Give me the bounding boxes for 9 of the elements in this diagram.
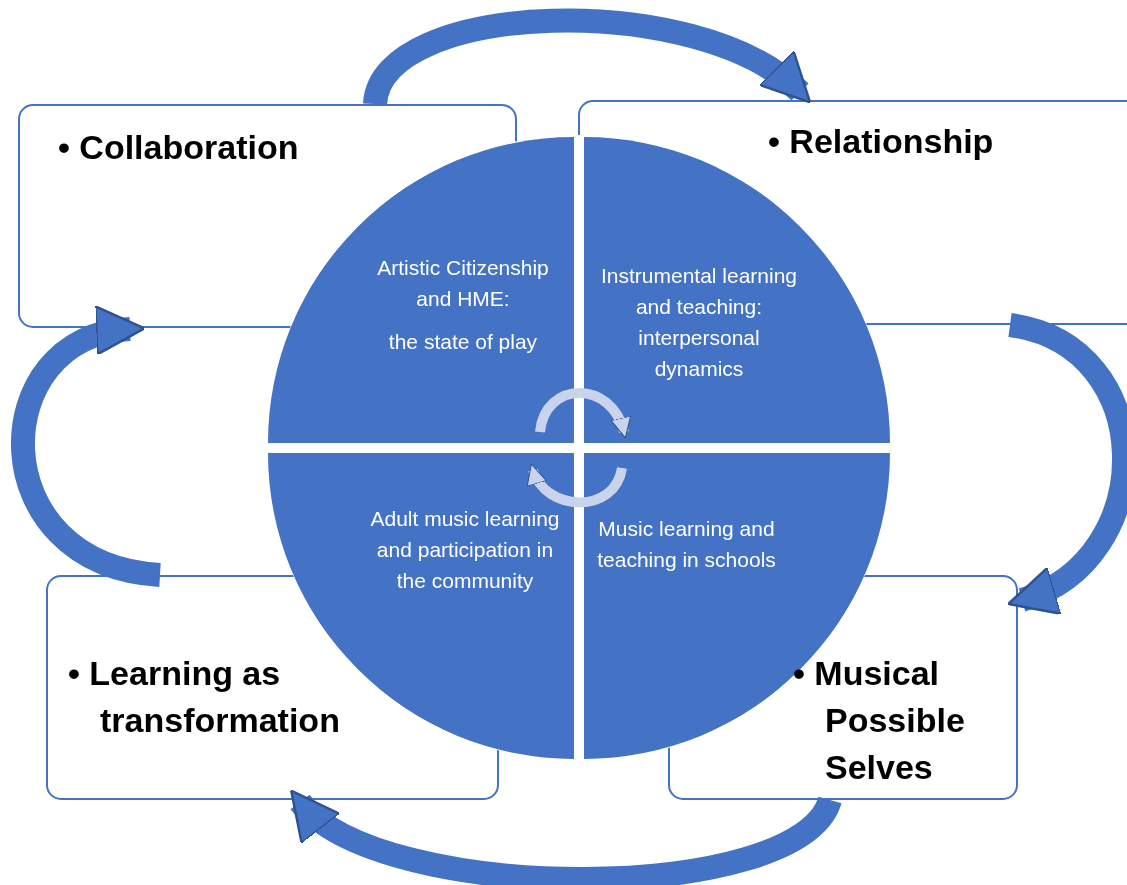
quadrant-text: Music learning and teaching in schools	[596, 516, 777, 573]
bullet-heading: • Collaboration	[58, 127, 300, 168]
quadrant-text: Artistic Citizenship and HME:	[376, 255, 550, 312]
bullet-heading: • Learning as transformation	[68, 653, 341, 741]
curved-arrow	[1007, 313, 1127, 612]
quadrant-text: Adult music learning and participation in the community	[369, 506, 561, 594]
bullet-heading: • Relationship	[768, 121, 995, 162]
quadrant-text: Instrumental learning and teaching: interpersonal dynamics	[599, 263, 799, 382]
quadrant-text: the state of play	[388, 329, 538, 355]
